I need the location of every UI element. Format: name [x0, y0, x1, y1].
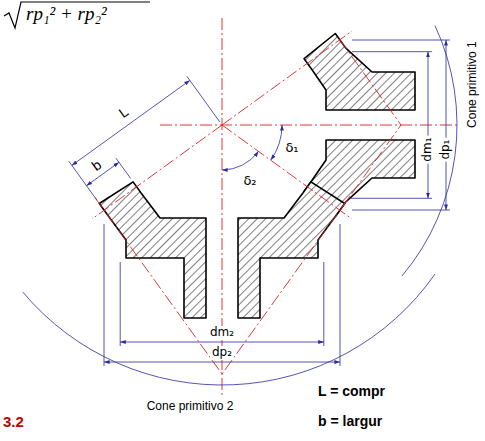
legend-note: L = compr: [318, 384, 385, 399]
dimension-label: dm₂: [208, 326, 236, 339]
dimension-line: [72, 80, 190, 165]
section-number: 3.2: [3, 414, 24, 431]
radical-sign: [4, 2, 150, 28]
dimension-label: dp₁: [439, 138, 452, 162]
back-cone-line: [340, 125, 401, 210]
dimension-label: dp₂: [210, 346, 234, 359]
legend-note: b = largur: [318, 414, 382, 429]
dimension-label: dm₁: [421, 136, 434, 164]
extension-line: [323, 262, 324, 346]
cone-label: Cone primitivo 2: [145, 400, 236, 413]
dimension-line: [428, 52, 429, 199]
extension-line: [352, 40, 450, 41]
extension-line: [120, 262, 121, 346]
cone-label: Cone primitivo 1: [465, 40, 478, 131]
back-cone-line: [95, 198, 222, 374]
extension-line: [350, 198, 432, 199]
extension-line: [340, 224, 341, 366]
pitch-cone-line: [222, 31, 352, 125]
formula: rp₁² + rp₂²: [26, 4, 107, 25]
extension-line: [352, 51, 432, 52]
angle-arc: [222, 151, 259, 170]
pitch-cone-line: [92, 125, 222, 219]
pinion-section: [304, 34, 415, 111]
angle-arc: [271, 125, 282, 160]
cone-arc: [23, 274, 435, 385]
extension-line: [352, 210, 450, 211]
dimension-line: [104, 362, 340, 363]
extension-line: [104, 224, 105, 366]
axis-line: [160, 125, 460, 126]
dimension-line: [446, 40, 447, 210]
dimension-label: b: [88, 156, 107, 175]
angle-label: δ₂: [241, 174, 258, 188]
extension-line: [187, 76, 220, 122]
dimension-label: L: [114, 103, 133, 122]
cone-arc: [402, 26, 457, 276]
angle-label: δ₁: [283, 141, 300, 155]
extension-line: [116, 158, 131, 178]
dimension-line: [120, 342, 324, 343]
back-cone-line: [340, 40, 401, 125]
pitch-cone-line: [222, 125, 352, 219]
back-cone-line: [222, 198, 349, 374]
